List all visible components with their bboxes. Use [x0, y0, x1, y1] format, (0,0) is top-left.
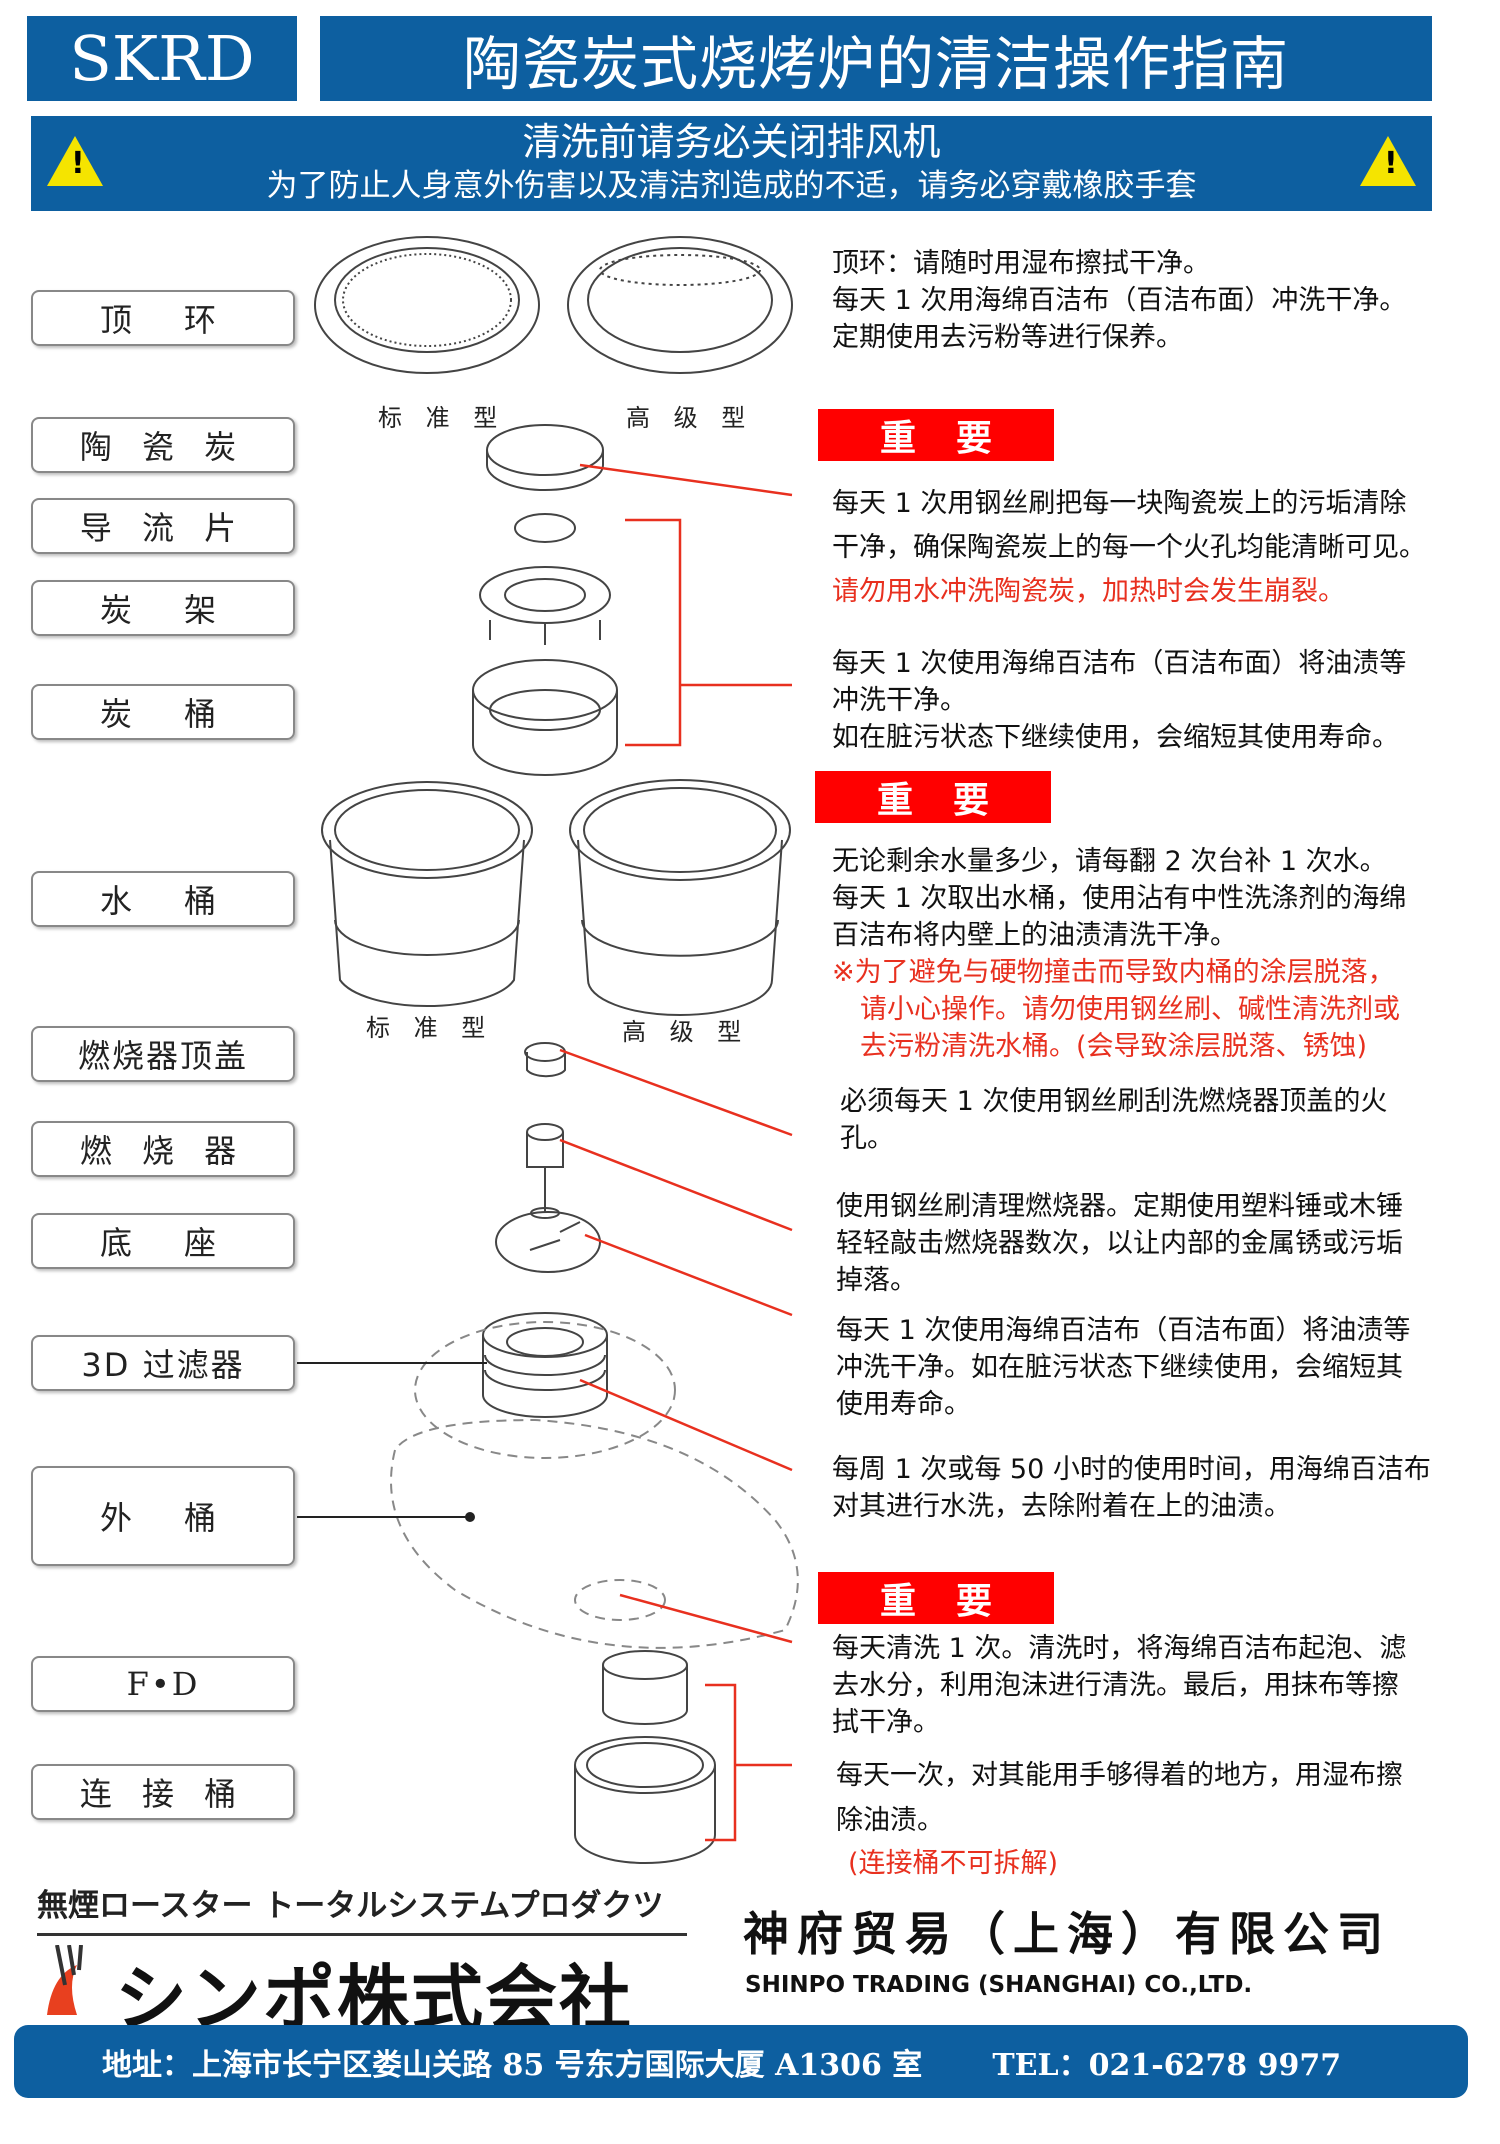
caption-premium: 高 级 型: [626, 404, 754, 432]
part-label-charcoal-bucket: 炭 桶: [31, 684, 295, 740]
ceramic-illustration: [486, 424, 604, 491]
important-badge: 重要: [818, 1572, 1054, 1624]
top-ring-instructions: 顶环：请随时用湿布擦拭干净。 每天 1 次用海绵百洁布（百洁布面）冲洗干净。 定…: [832, 245, 1452, 356]
outer-bucket-illustration: [390, 1321, 799, 1649]
water-bucket-standard-illustration: [321, 781, 533, 1008]
text-line: 冲洗干净。: [832, 685, 967, 716]
part-label-water-bucket: 水 桶: [31, 871, 295, 927]
brand-box: SKRD: [27, 16, 297, 101]
base-instructions: 每天 1 次使用海绵百洁布（百洁布面）将油渍等 冲洗干净。如在脏污状态下继续使用…: [836, 1312, 1456, 1423]
company-name-en: SHINPO TRADING (SHANGHAI) CO.,LTD.: [745, 1972, 1253, 1998]
filter-illustration: [482, 1312, 608, 1418]
text-line: 每天清洗 1 次。清洗时，将海绵百洁布起泡、滤: [832, 1633, 1407, 1664]
part-label-base: 底 座: [31, 1213, 295, 1269]
text-line: 百洁布将内壁上的油渍清洗干净。: [832, 920, 1237, 951]
text-line: 轻轻敲击燃烧器数次，以让内部的金属锈或污垢: [836, 1228, 1403, 1259]
deflector-illustration: [514, 513, 576, 543]
base-illustration: [495, 1211, 601, 1273]
part-label-fd: F•D: [31, 1656, 295, 1712]
text-line: 拭干净。: [832, 1707, 940, 1738]
text-line: 去水分，利用泡沫进行清洗。最后，用抹布等擦: [832, 1670, 1399, 1701]
text-line: 顶环：请随时用湿布擦拭干净。: [832, 248, 1210, 279]
part-label-outer-bucket: 外 桶: [31, 1466, 295, 1566]
ceramic-warning: 请勿用水冲洗陶瓷炭，加热时会发生崩裂。: [832, 576, 1345, 607]
text-line: 必须每天 1 次使用钢丝刷刮洗燃烧器顶盖的火: [840, 1086, 1388, 1117]
filter-instructions: 每周 1 次或每 50 小时的使用时间，用海绵百洁布 对其进行水洗，去除附着在上…: [832, 1451, 1452, 1525]
ceramic-instructions: 每天 1 次用钢丝刷把每一块陶瓷炭上的污垢清除 干净，确保陶瓷炭上的每一个火孔均…: [832, 482, 1452, 614]
exploded-diagram: [297, 236, 799, 1864]
footer-bar: 地址：上海市长宁区娄山关路 85 号东方国际大厦 A1306 室 TEL：021…: [14, 2025, 1468, 2098]
text-line: 使用钢丝刷清理燃烧器。定期使用塑料锤或木锤: [836, 1191, 1403, 1222]
burner-cap-illustration: [524, 1042, 566, 1078]
water-warning: 请小心操作。请勿使用钢丝刷、碱性清洗剂或: [860, 994, 1400, 1025]
text-line: 如在脏污状态下继续使用，会缩短其使用寿命。: [832, 722, 1399, 753]
burner-cap-instructions: 必须每天 1 次使用钢丝刷刮洗燃烧器顶盖的火 孔。: [840, 1083, 1460, 1157]
connector-note: (连接桶不可拆解): [848, 1848, 1059, 1879]
charcoal-bucket-illustration: [472, 659, 618, 776]
part-label-deflector: 导 流 片: [31, 498, 295, 554]
company-name-cn: 神府贸易（上海）有限公司: [743, 1907, 1391, 1961]
leader-lines: [559, 463, 793, 1842]
text-line: 每天 1 次使用海绵百洁布（百洁布面）将油渍等: [832, 648, 1407, 679]
text-line: 冲洗干净。如在脏污状态下继续使用，会缩短其: [836, 1352, 1403, 1383]
caption-premium: 高 级 型: [622, 1018, 750, 1046]
burner-illustration: [526, 1123, 564, 1219]
top-ring-standard-illustration: [314, 236, 540, 374]
part-label-connector: 连 接 桶: [31, 1764, 295, 1820]
warning-triangle-icon: !: [47, 136, 103, 186]
water-warning: ※为了避免与硬物撞击而导致内桶的涂层脱落，: [832, 957, 1395, 988]
pointer-lines: [297, 1362, 487, 1522]
shinpo-flame-logo-icon: [37, 1944, 97, 2015]
warning-triangle-icon: !: [1360, 136, 1416, 186]
part-label-top-ring: 顶 环: [31, 290, 295, 346]
company-tagline: 無煙ロースター トータルシステムプロダクツ: [37, 1880, 687, 1936]
text-line: 孔。: [840, 1123, 894, 1154]
warning-line-1: 清洗前请务必关闭排风机: [522, 120, 941, 164]
rack-illustration: [479, 566, 611, 645]
water-bucket-premium-illustration: [569, 779, 791, 1016]
warning-banner: ! 清洗前请务必关闭排风机 为了防止人身意外伤害以及清洁剂造成的不适，请务必穿戴…: [31, 116, 1432, 211]
page-title: 陶瓷炭式烧烤炉的清洁操作指南: [320, 16, 1432, 101]
important-badge: 重要: [818, 409, 1054, 461]
fd-illustration: [602, 1650, 688, 1725]
water-warning: 去污粉清洗水桶。(会导致涂层脱落、锈蚀): [860, 1031, 1368, 1062]
text-line: 无论剩余水量多少，请每翻 2 次台补 1 次水。: [832, 846, 1387, 877]
text-line: 干净，确保陶瓷炭上的每一个火孔均能清晰可见。: [832, 532, 1426, 563]
text-line: 每天 1 次使用海绵百洁布（百洁布面）将油渍等: [836, 1315, 1411, 1346]
footer-address: 地址：上海市长宁区娄山关路 85 号东方国际大厦 A1306 室: [102, 2047, 923, 2083]
fd-instructions: 每天清洗 1 次。清洗时，将海绵百洁布起泡、滤 去水分，利用泡沫进行清洗。最后，…: [832, 1630, 1452, 1741]
charcoal-bucket-instructions: 每天 1 次使用海绵百洁布（百洁布面）将油渍等 冲洗干净。 如在脏污状态下继续使…: [832, 645, 1452, 756]
text-line: 除油渍。: [836, 1805, 944, 1836]
caption-standard: 标 准 型: [378, 404, 506, 432]
warning-line-2: 为了防止人身意外伤害以及清洁剂造成的不适，请务必穿戴橡胶手套: [266, 168, 1197, 204]
footer-tel: TEL：021-6278 9977: [992, 2047, 1342, 2083]
text-line: 每周 1 次或每 50 小时的使用时间，用海绵百洁布: [832, 1454, 1431, 1485]
text-line: 使用寿命。: [836, 1389, 971, 1420]
text-line: 每天 1 次用海绵百洁布（百洁布面）冲洗干净。: [832, 285, 1407, 316]
important-badge: 重要: [815, 771, 1051, 823]
text-line: 定期使用去污粉等进行保养。: [832, 322, 1183, 353]
text-line: 对其进行水洗，去除附着在上的油渍。: [832, 1491, 1291, 1522]
connector-instructions: 每天一次，对其能用手够得着的地方，用湿布擦 除油渍。: [836, 1753, 1456, 1843]
part-label-ceramic: 陶 瓷 炭: [31, 417, 295, 473]
burner-instructions: 使用钢丝刷清理燃烧器。定期使用塑料锤或木锤 轻轻敲击燃烧器数次，以让内部的金属锈…: [836, 1188, 1456, 1299]
text-line: 每天 1 次用钢丝刷把每一块陶瓷炭上的污垢清除: [832, 488, 1407, 519]
text-line: 每天一次，对其能用手够得着的地方，用湿布擦: [836, 1760, 1403, 1791]
part-label-burner-cap: 燃烧器顶盖: [31, 1026, 295, 1082]
water-bucket-instructions: 无论剩余水量多少，请每翻 2 次台补 1 次水。 每天 1 次取出水桶，使用沾有…: [832, 843, 1452, 1065]
top-ring-premium-illustration: [567, 236, 793, 374]
part-label-burner: 燃 烧 器: [31, 1121, 295, 1177]
part-label-charcoal-rack: 炭 架: [31, 580, 295, 636]
caption-standard: 标 准 型: [366, 1014, 494, 1042]
text-line: 掉落。: [836, 1265, 917, 1296]
text-line: 每天 1 次取出水桶，使用沾有中性洗涤剂的海绵: [832, 883, 1407, 914]
part-label-3d-filter: 3D 过滤器: [31, 1335, 295, 1391]
connector-illustration: [574, 1736, 716, 1864]
